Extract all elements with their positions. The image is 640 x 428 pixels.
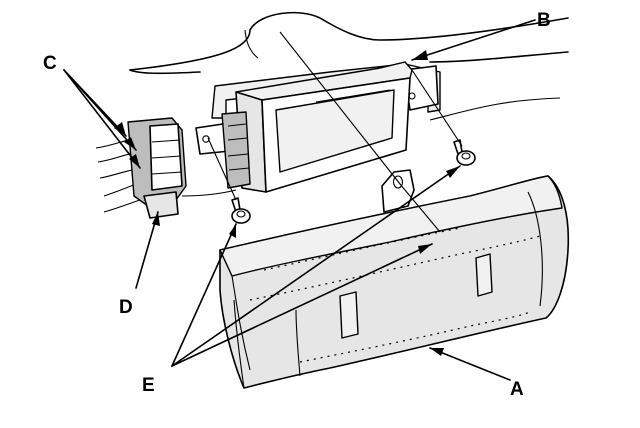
control-unit-b <box>195 61 441 193</box>
harness-connector <box>95 117 237 219</box>
cover-slot <box>475 253 493 297</box>
callout-a: A <box>510 379 524 400</box>
cover-a <box>219 175 570 389</box>
callout-b: B <box>537 10 551 31</box>
callout-d: D <box>119 297 133 318</box>
leader-lines <box>63 19 536 381</box>
bolt-e-left <box>231 197 251 224</box>
callout-e: E <box>142 375 155 396</box>
mounting-tab <box>381 169 415 213</box>
cover-slot <box>339 291 359 339</box>
callout-c: C <box>43 53 57 74</box>
bolt-e-right <box>453 139 476 166</box>
body-panel-outline <box>129 11 569 121</box>
bracket-hole <box>202 135 210 143</box>
